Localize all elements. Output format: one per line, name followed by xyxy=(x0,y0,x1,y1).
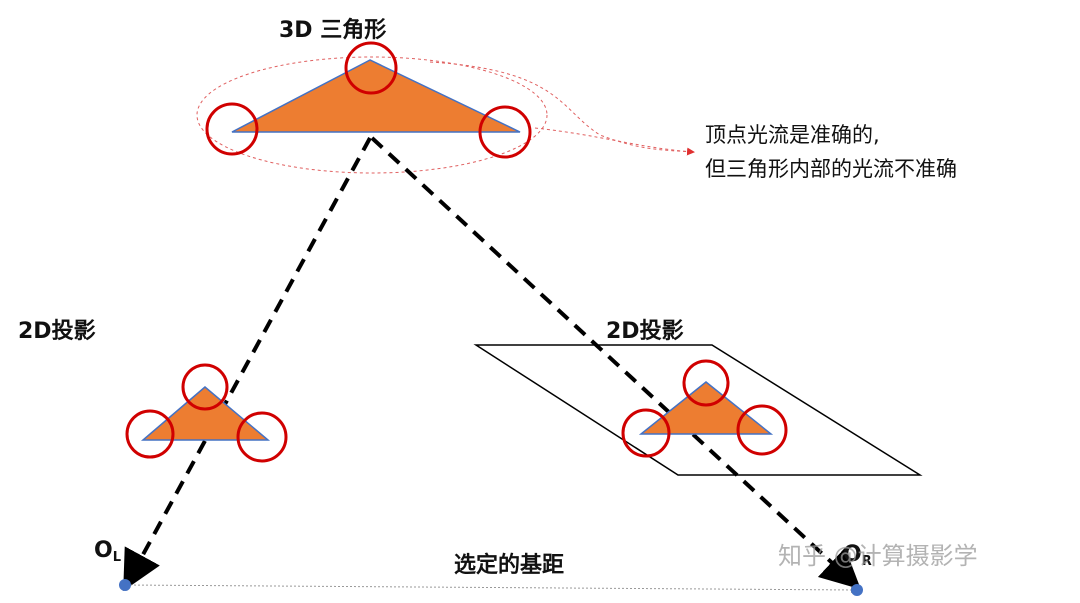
projection-right-circle-left xyxy=(621,408,671,458)
vertex-circle-left xyxy=(205,102,259,156)
origin-left-label: OL xyxy=(94,538,121,565)
baseline-line xyxy=(125,584,857,593)
annotation-leader-lower xyxy=(534,127,695,156)
annotation-line-2: 但三角形内部的光流不准确 xyxy=(705,157,957,181)
projection-left-circle-top xyxy=(181,363,229,411)
triangle-projection-left xyxy=(140,386,271,441)
image-plane-right xyxy=(473,344,923,476)
triangle-3d xyxy=(231,59,521,133)
annotation-text: 顶点光流是准确的, 但三角形内部的光流不准确 xyxy=(705,118,957,186)
vertex-circle-top xyxy=(344,41,398,95)
origin-left-letter: O xyxy=(94,538,113,563)
camera-center-right xyxy=(851,584,863,596)
origin-right-subscript: R xyxy=(861,554,872,569)
projection-left-circle-left xyxy=(125,409,175,459)
origin-right-label: OR xyxy=(843,542,872,569)
annotation-leader xyxy=(429,61,696,153)
origin-right-letter: O xyxy=(843,542,862,567)
title-3d-triangle: 3D 三角形 xyxy=(279,18,387,43)
projection-right-label: 2D投影 xyxy=(606,319,684,344)
projection-left-circle-right xyxy=(236,411,288,463)
baseline-label: 选定的基距 xyxy=(454,553,565,578)
ray-right xyxy=(370,136,861,590)
ray-left xyxy=(123,137,372,592)
watermark: 知乎 @计算摄影学 xyxy=(778,542,978,570)
annotation-line-1: 顶点光流是准确的, xyxy=(705,123,880,147)
origin-left-subscript: L xyxy=(112,550,121,565)
annotation-ellipse xyxy=(196,56,548,174)
projection-right-circle-right xyxy=(736,404,788,456)
vertex-circle-right xyxy=(478,105,532,159)
camera-center-left xyxy=(119,579,131,591)
projection-left-label: 2D投影 xyxy=(18,319,96,344)
projection-right-circle-top xyxy=(682,359,730,407)
